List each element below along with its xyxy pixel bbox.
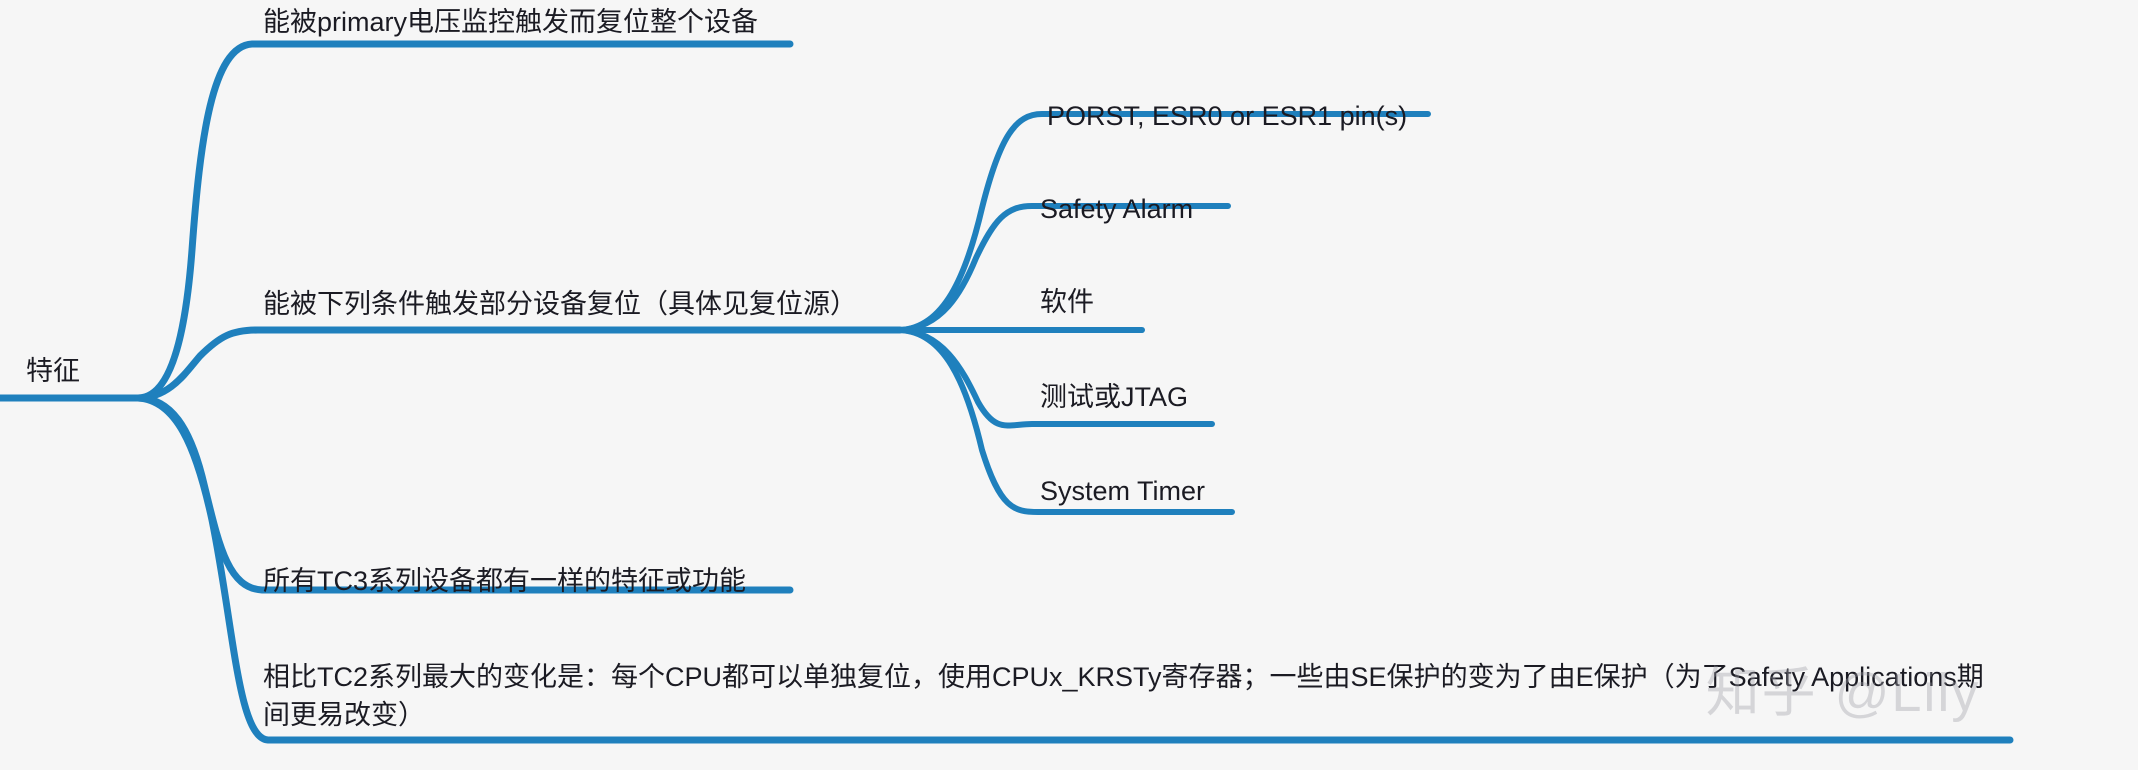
subbranch-label-test-or-jtag[interactable]: 测试或JTAG [1040,382,1188,412]
branch-line-b2 [134,326,904,402]
watermark-text: 知乎 @Lily [1705,663,1981,723]
subbranch-label-safety-alarm[interactable]: Safety Alarm [1040,194,1194,224]
root-node-label[interactable]: 特征 [26,356,80,386]
branch-label-partial-device-reset[interactable]: 能被下列条件触发部分设备复位（具体见复位源） [263,289,857,319]
subbranch-label-porst-esr-pins[interactable]: PORST, ESR0 or ESR1 pin(s) [1047,101,1408,131]
branch-label-voltage-monitor-reset[interactable]: 能被primary电压监控触发而复位整个设备 [263,7,759,37]
branch-label-tc3-family-common[interactable]: 所有TC3系列设备都有一样的特征或功能 [263,566,747,596]
branch-label-tc2-vs-tc3-changes[interactable]: 相比TC2系列最大的变化是：每个CPU都可以单独复位，使用CPUx_KRSTy寄… [263,662,1984,730]
branch-line-b1 [134,40,794,402]
subbranch-label-system-timer[interactable]: System Timer [1040,476,1206,506]
subbranch-label-software[interactable]: 软件 [1040,287,1094,317]
